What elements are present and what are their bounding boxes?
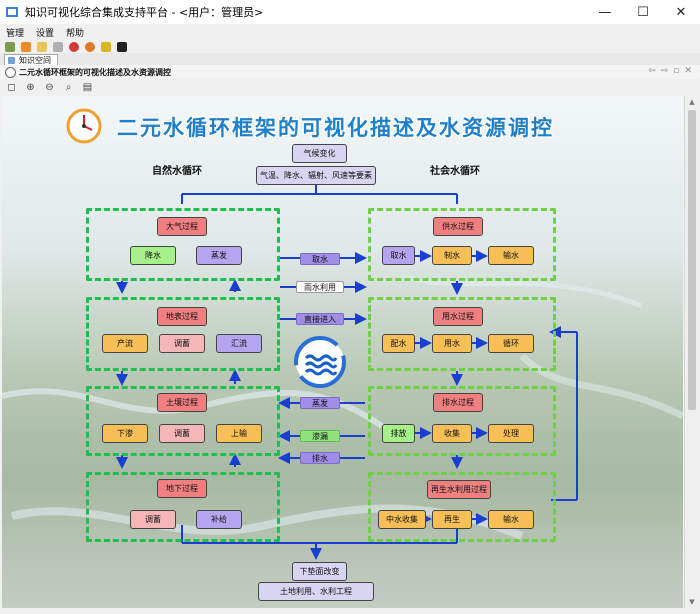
close-button[interactable]: ✕ [675, 4, 687, 20]
view-toolbar: ◻ ⊕ ⊖ ⌕ ▤ [0, 79, 700, 95]
forward-icon[interactable]: ⇨ [660, 66, 669, 76]
atmosphere-process-node[interactable]: 大气过程 [157, 217, 207, 236]
treatment-node[interactable]: 处理 [488, 424, 534, 443]
infiltration-node[interactable]: 下渗 [102, 424, 148, 443]
scroll-up-icon[interactable]: ▲ [689, 98, 695, 106]
record-icon[interactable] [69, 41, 79, 52]
app-icon [6, 7, 18, 17]
groundwater-storage-node[interactable]: 调蓄 [130, 510, 176, 529]
diagram-canvas: 二元水循环框架的可视化描述及水资源调控 自然水循环 社会水循环 [2, 96, 683, 608]
reuse-process-node[interactable]: 再生水利用过程 [427, 480, 491, 499]
note-icon[interactable]: ▤ [82, 81, 93, 93]
water-use-node[interactable]: 用水 [432, 334, 472, 353]
search-icon[interactable]: ⌕ [65, 81, 72, 93]
status-bar [0, 609, 700, 614]
supply-process-node[interactable]: 供水过程 [433, 217, 483, 236]
upward-transport-node[interactable]: 上输 [216, 424, 262, 443]
scroll-down-icon[interactable]: ▼ [689, 598, 695, 606]
window-titlebar: 知识可视化综合集成支持平台 - <用户：管理员> — ☐ ✕ [0, 0, 700, 25]
open-icon[interactable] [37, 41, 47, 52]
groundwater-group [86, 472, 280, 542]
runoff-node[interactable]: 产流 [102, 334, 148, 353]
scroll-thumb[interactable] [688, 110, 696, 410]
diagram-title: 二元水循环框架的可视化描述及水资源调控 [117, 116, 554, 140]
main-toolbar [0, 40, 700, 53]
minimize-button[interactable]: — [598, 4, 612, 20]
zoom-out-icon[interactable]: ⊖ [45, 81, 54, 93]
book-icon[interactable] [53, 41, 63, 52]
rss-icon[interactable] [21, 41, 31, 52]
tab-knowledge-space[interactable]: 知识空间 [4, 54, 58, 66]
zoom-fit-icon[interactable]: ◻ [7, 81, 16, 93]
distribution-node[interactable]: 配水 [382, 334, 415, 353]
tab-knowledge-space-label: 知识空间 [19, 56, 51, 65]
reuse-group [368, 472, 556, 542]
nature-cycle-label: 自然水循环 [152, 166, 202, 177]
window-title: 知识可视化综合集成支持平台 - <用户：管理员> [25, 6, 264, 19]
use-process-node[interactable]: 用水过程 [433, 307, 483, 326]
restore-icon[interactable]: ▫ [673, 66, 680, 76]
star-icon[interactable] [101, 41, 111, 52]
soil-process-node[interactable]: 土壤过程 [157, 393, 207, 412]
water-cycle-icon [294, 336, 346, 388]
maximize-button[interactable]: ☐ [637, 4, 649, 20]
reuse-conveyance-node[interactable]: 输水 [488, 510, 534, 529]
rain-use-flow-label[interactable]: 雨水利用 [296, 281, 344, 293]
discharge-node[interactable]: 排放 [382, 424, 415, 443]
direct-entry-flow-label[interactable]: 直接进入 [296, 313, 344, 325]
social-cycle-label: 社会水循环 [430, 166, 480, 177]
evaporation-node[interactable]: 蒸发 [196, 246, 242, 265]
path-bar: 二元水循环框架的可视化描述及水资源调控 ⇦ ⇨ ▫ ✕ [0, 65, 700, 80]
surface-storage-node[interactable]: 调蓄 [159, 334, 205, 353]
menu-settings[interactable]: 设置 [36, 28, 55, 39]
recycling-node[interactable]: 循环 [488, 334, 534, 353]
regeneration-node[interactable]: 再生 [432, 510, 472, 529]
seepage-flow-label[interactable]: 渗漏 [300, 430, 340, 442]
back-icon[interactable]: ⇦ [648, 66, 656, 76]
menubar: 管理 设置 帮助 [0, 24, 700, 40]
knowledge-space-icon [8, 57, 15, 64]
recharge-node[interactable]: 补给 [196, 510, 242, 529]
water-conveyance-node[interactable]: 输水 [488, 246, 534, 265]
reclaimed-collection-node[interactable]: 中水收集 [378, 510, 426, 529]
clock-icon [66, 108, 102, 144]
climate-change-node[interactable]: 气候变化 [292, 144, 347, 163]
surface-group [86, 297, 280, 371]
water-treatment-node[interactable]: 制水 [432, 246, 472, 265]
discharge-flow-label[interactable]: 排水 [300, 452, 340, 464]
atmosphere-group [86, 208, 280, 281]
supply-group [368, 208, 556, 281]
climate-factors-node[interactable]: 气温、降水、辐射、风速等要素 [256, 166, 376, 185]
evaporation-flow-label[interactable]: 蒸发 [300, 397, 340, 409]
menu-help[interactable]: 帮助 [66, 28, 85, 39]
drainage-group [368, 386, 556, 456]
collection-node[interactable]: 收集 [432, 424, 472, 443]
water-intake-node[interactable]: 取水 [382, 246, 415, 265]
underlying-surface-node[interactable]: 下垫面改变 [292, 562, 347, 581]
zoom-in-icon[interactable]: ⊕ [26, 81, 35, 93]
menu-manage[interactable]: 管理 [6, 28, 25, 39]
surface-process-node[interactable]: 地表过程 [157, 307, 207, 326]
user-icon[interactable] [85, 41, 95, 52]
use-group [368, 297, 556, 371]
intake-flow-label[interactable]: 取水 [300, 253, 340, 265]
land-use-node[interactable]: 土地利用、水利工程 [258, 582, 374, 601]
gear-icon [5, 66, 16, 78]
drainage-process-node[interactable]: 排水过程 [433, 393, 483, 412]
folder-icon[interactable] [5, 41, 15, 52]
soil-group [86, 386, 280, 456]
precipitation-node[interactable]: 降水 [130, 246, 176, 265]
soil-storage-node[interactable]: 调蓄 [159, 424, 205, 443]
video-icon[interactable] [117, 41, 127, 52]
groundwater-process-node[interactable]: 地下过程 [157, 479, 207, 498]
panel-close-icon[interactable]: ✕ [684, 66, 692, 76]
path-label: 二元水循环框架的可视化描述及水资源调控 [19, 67, 171, 77]
confluence-node[interactable]: 汇流 [216, 334, 262, 353]
vertical-scrollbar[interactable]: ▲ ▼ [684, 96, 699, 608]
